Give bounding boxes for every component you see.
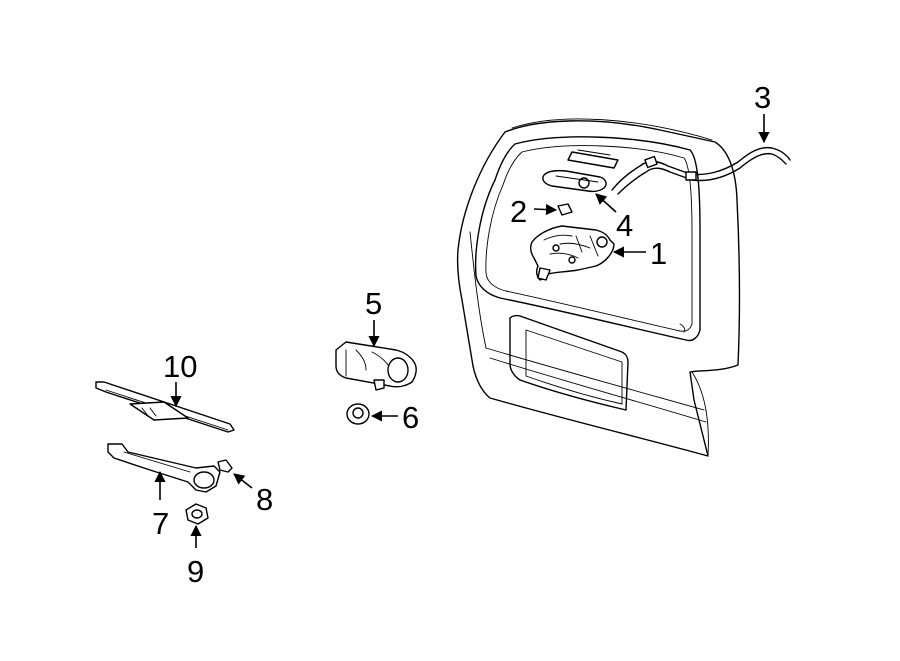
callout-number-1: 1 [650, 236, 667, 271]
washer-hose-part [611, 146, 791, 195]
arm-cap-part [217, 459, 233, 473]
wiper-arm-part [107, 443, 221, 493]
callout-number-7: 7 [152, 506, 169, 541]
callout-number-3: 3 [754, 80, 771, 115]
wiper-motor-assembly-part [335, 341, 417, 391]
callout-number-10: 10 [163, 349, 197, 384]
wiper-blade-part [95, 381, 235, 433]
callout-number-4: 4 [616, 208, 633, 243]
grommet-clip-part [557, 203, 573, 216]
hex-nut-part [185, 503, 209, 525]
callout-labels: 1 2 3 4 5 6 7 8 9 10 [152, 80, 771, 589]
callout-arrow-2 [533, 203, 558, 216]
callout-number-9: 9 [187, 554, 204, 589]
callout-arrow-4 [595, 193, 617, 213]
liftgate-drawing [456, 118, 741, 457]
callout-number-2: 2 [510, 194, 527, 229]
wiper-motor-part [529, 225, 615, 281]
callout-number-5: 5 [365, 286, 382, 321]
seal-ring-part [346, 403, 370, 425]
callout-number-6: 6 [402, 400, 419, 435]
callout-number-8: 8 [256, 482, 273, 517]
washer-nozzle-part [542, 169, 607, 193]
callout-arrow-8 [233, 473, 253, 489]
callout-arrows [154, 114, 770, 548]
